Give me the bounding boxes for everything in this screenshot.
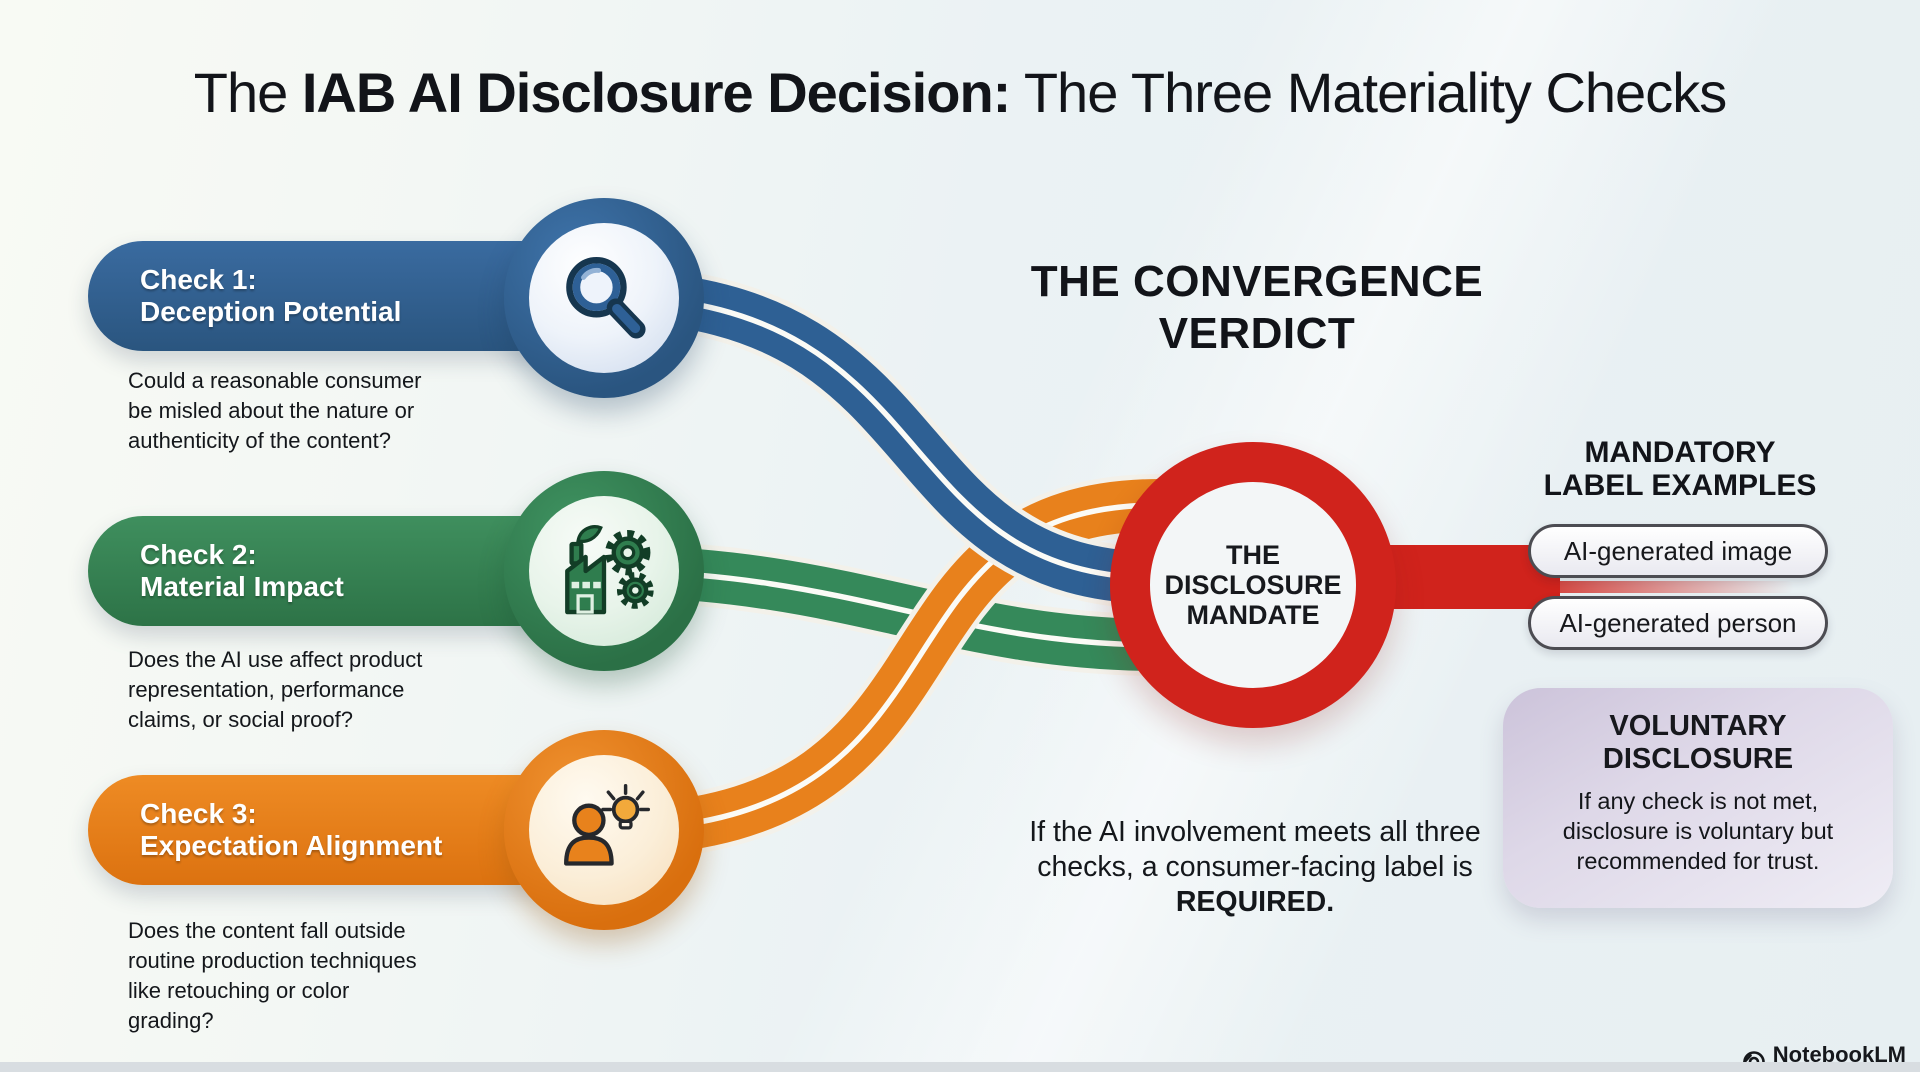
- voluntary-heading: VOLUNTARY DISCLOSURE: [1503, 710, 1893, 776]
- check-3-icon-circle: [529, 755, 679, 905]
- check-3-description: Does the content fall outside routine pr…: [128, 918, 417, 1033]
- bottom-strip: [0, 1062, 1920, 1072]
- check-1-label: Check 1:: [140, 264, 257, 295]
- notebooklm-logo-icon: [1742, 1051, 1765, 1064]
- check-3-label: Check 3:: [140, 798, 257, 829]
- voluntary-heading-line1: VOLUNTARY: [1609, 710, 1787, 742]
- mandatory-heading-line2: LABEL EXAMPLES: [1543, 469, 1817, 502]
- flow-orange: [603, 474, 1161, 861]
- check-3-node: [504, 730, 704, 930]
- mandatory-heading: MANDATORY LABEL EXAMPLES: [1520, 436, 1840, 502]
- check-1-description: Could a reasonable consumer be misled ab…: [128, 368, 422, 453]
- check-2-description: Does the AI use affect product represent…: [128, 647, 423, 732]
- verdict-note-required: REQUIRED.: [1175, 886, 1335, 918]
- check-2-sublabel: Material Impact: [140, 571, 344, 602]
- verdict-note: If the AI involvement meets all three ch…: [1015, 815, 1495, 920]
- verdict-note-text: If the AI involvement meets all three ch…: [1029, 816, 1481, 883]
- voluntary-disclosure-box: VOLUNTARY DISCLOSURE If any check is not…: [1503, 688, 1893, 908]
- check-1-node: [504, 198, 704, 398]
- disclosure-mandate-ring: THE DISCLOSURE MANDATE: [1110, 442, 1396, 728]
- check-2-node: [504, 471, 704, 671]
- title-bold-segment: IAB AI Disclosure Decision:: [301, 61, 1011, 124]
- voluntary-heading-line2: DISCLOSURE: [1602, 743, 1794, 775]
- label-pill-ai-generated-person: AI-generated person: [1528, 596, 1828, 650]
- magnifier-icon: [566, 256, 646, 339]
- mandatory-heading-line1: MANDATORY: [1584, 436, 1776, 469]
- disclosure-mandate-label: THE DISCLOSURE MANDATE: [1164, 540, 1342, 630]
- voluntary-body: If any check is not met, disclosure is v…: [1562, 788, 1834, 874]
- label-pill-ai-generated-image: AI-generated image: [1528, 524, 1828, 578]
- convergence-heading: THE CONVERGENCE VERDICT: [1030, 257, 1484, 358]
- red-fade-strip: [1532, 581, 1794, 593]
- flow-blue: [603, 265, 1161, 609]
- check-2-label: Check 2:: [140, 539, 257, 570]
- title-regular-tail: The Three Materiality Checks: [1010, 61, 1727, 124]
- check-3-sublabel: Expectation Alignment: [140, 830, 443, 861]
- factory-gears-icon: [565, 525, 654, 615]
- page-title: The IAB AI Disclosure Decision: The Thre…: [0, 60, 1920, 125]
- check-1-icon-circle: [529, 223, 679, 373]
- check-1-sublabel: Deception Potential: [140, 296, 402, 327]
- check-2-icon-circle: [529, 496, 679, 646]
- title-regular-lead: The: [193, 61, 302, 124]
- person-idea-icon: [564, 783, 651, 866]
